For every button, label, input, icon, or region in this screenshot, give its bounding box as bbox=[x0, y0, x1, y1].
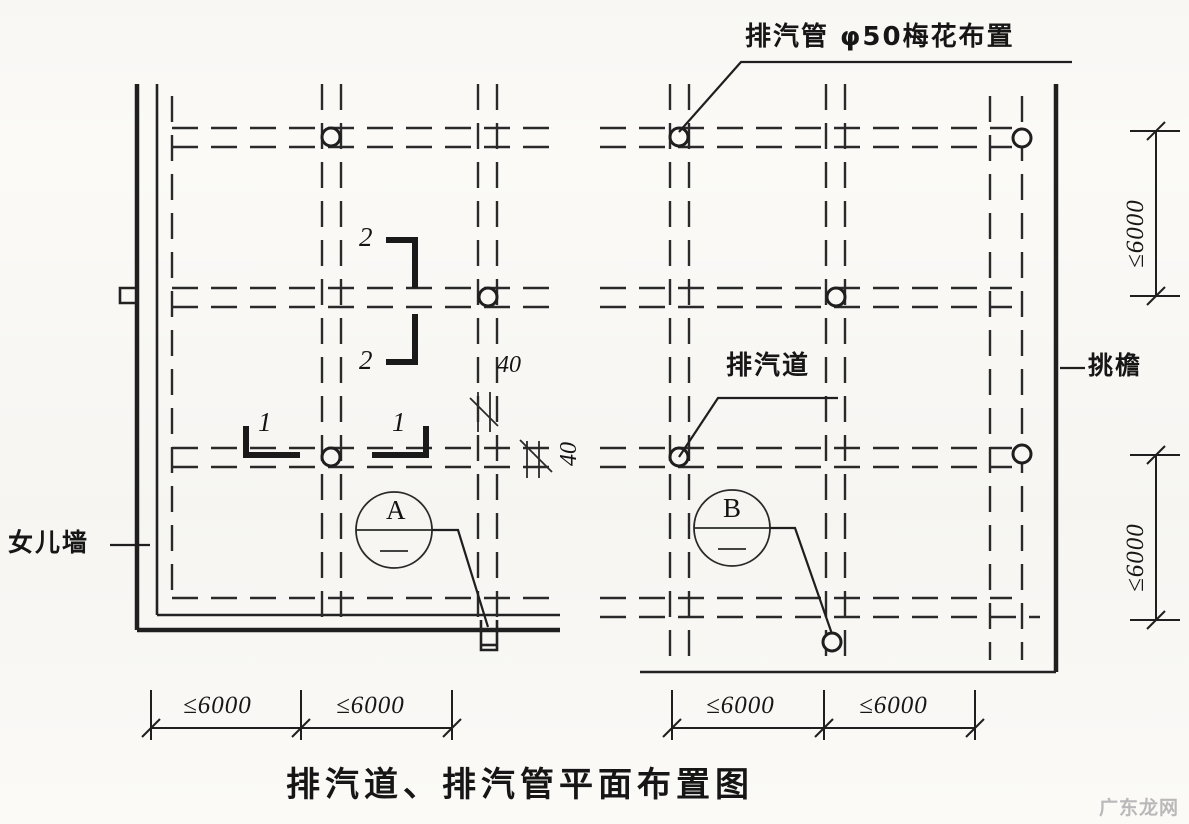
duct-lines-horizontal-right bbox=[600, 126, 1040, 619]
section-mark-2-bottom: 2 bbox=[359, 345, 373, 375]
dimension-right-vertical-1: ≤6000 bbox=[1122, 199, 1149, 268]
section-mark-1-left: 1 bbox=[258, 407, 272, 437]
parapet-wall-label: 女儿墙 bbox=[8, 528, 90, 557]
section-mark-2-top: 2 bbox=[359, 222, 373, 252]
drawing-title: 排汽道、排汽管平面布置图 bbox=[286, 765, 754, 805]
leader-vent-duct-note bbox=[678, 396, 838, 458]
section-mark-1-right: 1 bbox=[392, 407, 406, 437]
eave-label: 挑檐 bbox=[1088, 351, 1143, 380]
dimension-bottom-left-2: ≤6000 bbox=[336, 692, 405, 719]
dimension-line-bottom-right bbox=[662, 690, 985, 740]
detail-bubble-a-label: A bbox=[386, 495, 406, 525]
vent-pipe-markers-left bbox=[320, 126, 499, 468]
parapet-wall-left bbox=[118, 84, 560, 633]
dimension-bottom-left-1: ≤6000 bbox=[183, 692, 252, 719]
dimension-line-right-vertical bbox=[1130, 121, 1180, 630]
eave-outline-right bbox=[640, 84, 1059, 674]
detail-bubble-a bbox=[355, 491, 490, 628]
vent-duct-note-label: 排汽道 bbox=[726, 351, 811, 381]
dimension-bottom-right-1: ≤6000 bbox=[706, 692, 775, 719]
thickness-label-horizontal: 40 bbox=[497, 352, 521, 378]
duct-lines-vertical-left bbox=[170, 84, 499, 630]
leader-vent-pipe-note bbox=[678, 60, 1072, 133]
detail-a-target bbox=[479, 620, 499, 652]
vent-pipe-note-label: 排汽管 φ50梅花布置 bbox=[745, 22, 1015, 52]
vent-pipe-markers-right bbox=[668, 126, 1033, 653]
thickness-ticks bbox=[469, 392, 553, 478]
dimension-right-vertical-2: ≤6000 bbox=[1122, 523, 1149, 592]
dimension-line-bottom-left bbox=[141, 690, 462, 740]
thickness-label-vertical: 40 bbox=[556, 442, 582, 466]
detail-bubble-b bbox=[693, 489, 834, 635]
section-cut-2-2 bbox=[386, 237, 418, 365]
detail-bubble-b-label: B bbox=[723, 493, 742, 523]
duct-lines-horizontal-left bbox=[172, 126, 560, 600]
watermark-label: 广东龙网 bbox=[1098, 797, 1179, 819]
section-cut-1-1 bbox=[243, 426, 429, 458]
dimension-bottom-right-2: ≤6000 bbox=[859, 692, 928, 719]
duct-lines-vertical-right bbox=[668, 84, 1024, 660]
